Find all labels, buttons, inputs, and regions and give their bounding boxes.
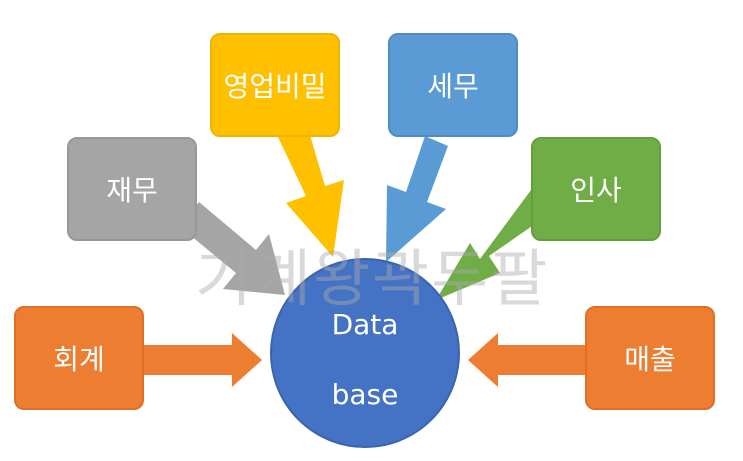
arrow-hr bbox=[436, 190, 548, 300]
arrow-sales bbox=[468, 333, 585, 387]
arrow-finance bbox=[179, 202, 285, 295]
watermark-text: 기계왕곽두팔 bbox=[195, 242, 550, 315]
node-tax: 세무 bbox=[388, 33, 518, 137]
database-label-line2: base bbox=[331, 378, 399, 411]
arrow-trade-secret bbox=[277, 125, 344, 257]
node-accounting-label: 회계 bbox=[53, 343, 105, 376]
node-trade-secret-label: 영업비밀 bbox=[223, 70, 327, 103]
node-tax-label: 세무 bbox=[427, 70, 479, 103]
node-finance-label: 재무 bbox=[106, 174, 158, 207]
node-hr: 인사 bbox=[531, 137, 661, 241]
database-label-line1: Data bbox=[331, 308, 399, 341]
node-trade-secret: 영업비밀 bbox=[210, 33, 340, 137]
node-finance: 재무 bbox=[67, 137, 197, 241]
node-hr-label: 인사 bbox=[570, 174, 622, 207]
database-circle: Data base bbox=[270, 258, 460, 448]
node-sales: 매출 bbox=[585, 306, 715, 410]
arrow-accounting bbox=[144, 333, 262, 387]
node-accounting: 회계 bbox=[14, 306, 144, 410]
node-sales-label: 매출 bbox=[624, 343, 676, 376]
arrow-tax bbox=[386, 136, 448, 262]
